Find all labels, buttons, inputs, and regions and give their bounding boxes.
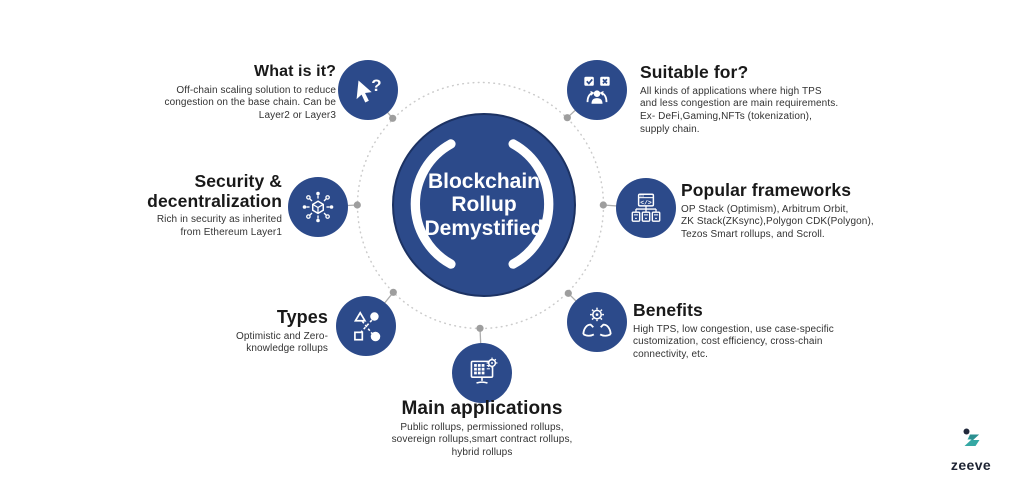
broken-ring-icon [410, 139, 554, 269]
svg-text:?: ? [371, 76, 381, 95]
section-suitable-for: Suitable for? All kinds of applications … [640, 62, 930, 137]
node-security-decentralization [288, 177, 348, 237]
node-main-applications [452, 343, 512, 403]
decentralized-network-icon [302, 191, 334, 223]
zeeve-wordmark: zeeve [950, 457, 992, 473]
shapes-flow-icon [353, 311, 381, 342]
node-types [336, 296, 396, 356]
svg-text:</>: </> [640, 199, 652, 206]
junction-dots [353, 114, 607, 332]
section-title: Security & decentralization [147, 171, 282, 211]
section-title: Benefits [633, 300, 703, 320]
node-suitable-for [567, 60, 627, 120]
cursor-question-icon: ? [356, 76, 382, 103]
section-title: Types [276, 307, 328, 327]
hands-gear-icon [582, 307, 612, 337]
code-stack-icon: </> [631, 193, 661, 222]
section-body: High TPS, low congestion, use case-speci… [633, 323, 834, 361]
section-popular-frameworks: Popular frameworks OP Stack (Optimism), … [681, 180, 961, 242]
node-benefits [567, 292, 627, 352]
section-benefits: Benefits High TPS, low congestion, use c… [633, 300, 923, 362]
node-what-is-it: ? [338, 60, 398, 120]
section-body: All kinds of applications where high TPS… [640, 85, 839, 135]
section-main-applications: Main applications Public rollups, permis… [352, 399, 612, 460]
section-body: Public rollups, permissioned rollups, so… [391, 421, 573, 459]
section-title: Popular frameworks [681, 180, 852, 200]
section-types: Types Optimistic and Zero- knowledge rol… [108, 307, 328, 356]
section-what-is-it: What is it? Off-chain scaling solution t… [86, 62, 336, 123]
section-body: OP Stack (Optimism), Arbitrum Orbit, ZK … [681, 203, 874, 241]
zeeve-logo: zeeve [938, 427, 1004, 473]
monitor-gear-icon [470, 357, 498, 384]
section-security-decentralization: Security & decentralization Rich in secu… [62, 171, 282, 240]
section-title: Main applications [401, 398, 563, 419]
zeeve-logo-icon [963, 428, 980, 446]
section-title: Suitable for? [640, 62, 749, 82]
central-title: Blockchain Rollup Demystified [424, 169, 544, 240]
section-body: Off-chain scaling solution to reduce con… [164, 84, 336, 122]
section-body: Optimistic and Zero- knowledge rollups [235, 330, 328, 355]
section-body: Rich in security as inherited from Ether… [156, 214, 282, 238]
node-popular-frameworks: </> [616, 178, 676, 238]
section-title: What is it? [254, 63, 336, 80]
central-hub: Blockchain Rollup Demystified [392, 113, 576, 297]
decision-person-icon [584, 76, 610, 104]
